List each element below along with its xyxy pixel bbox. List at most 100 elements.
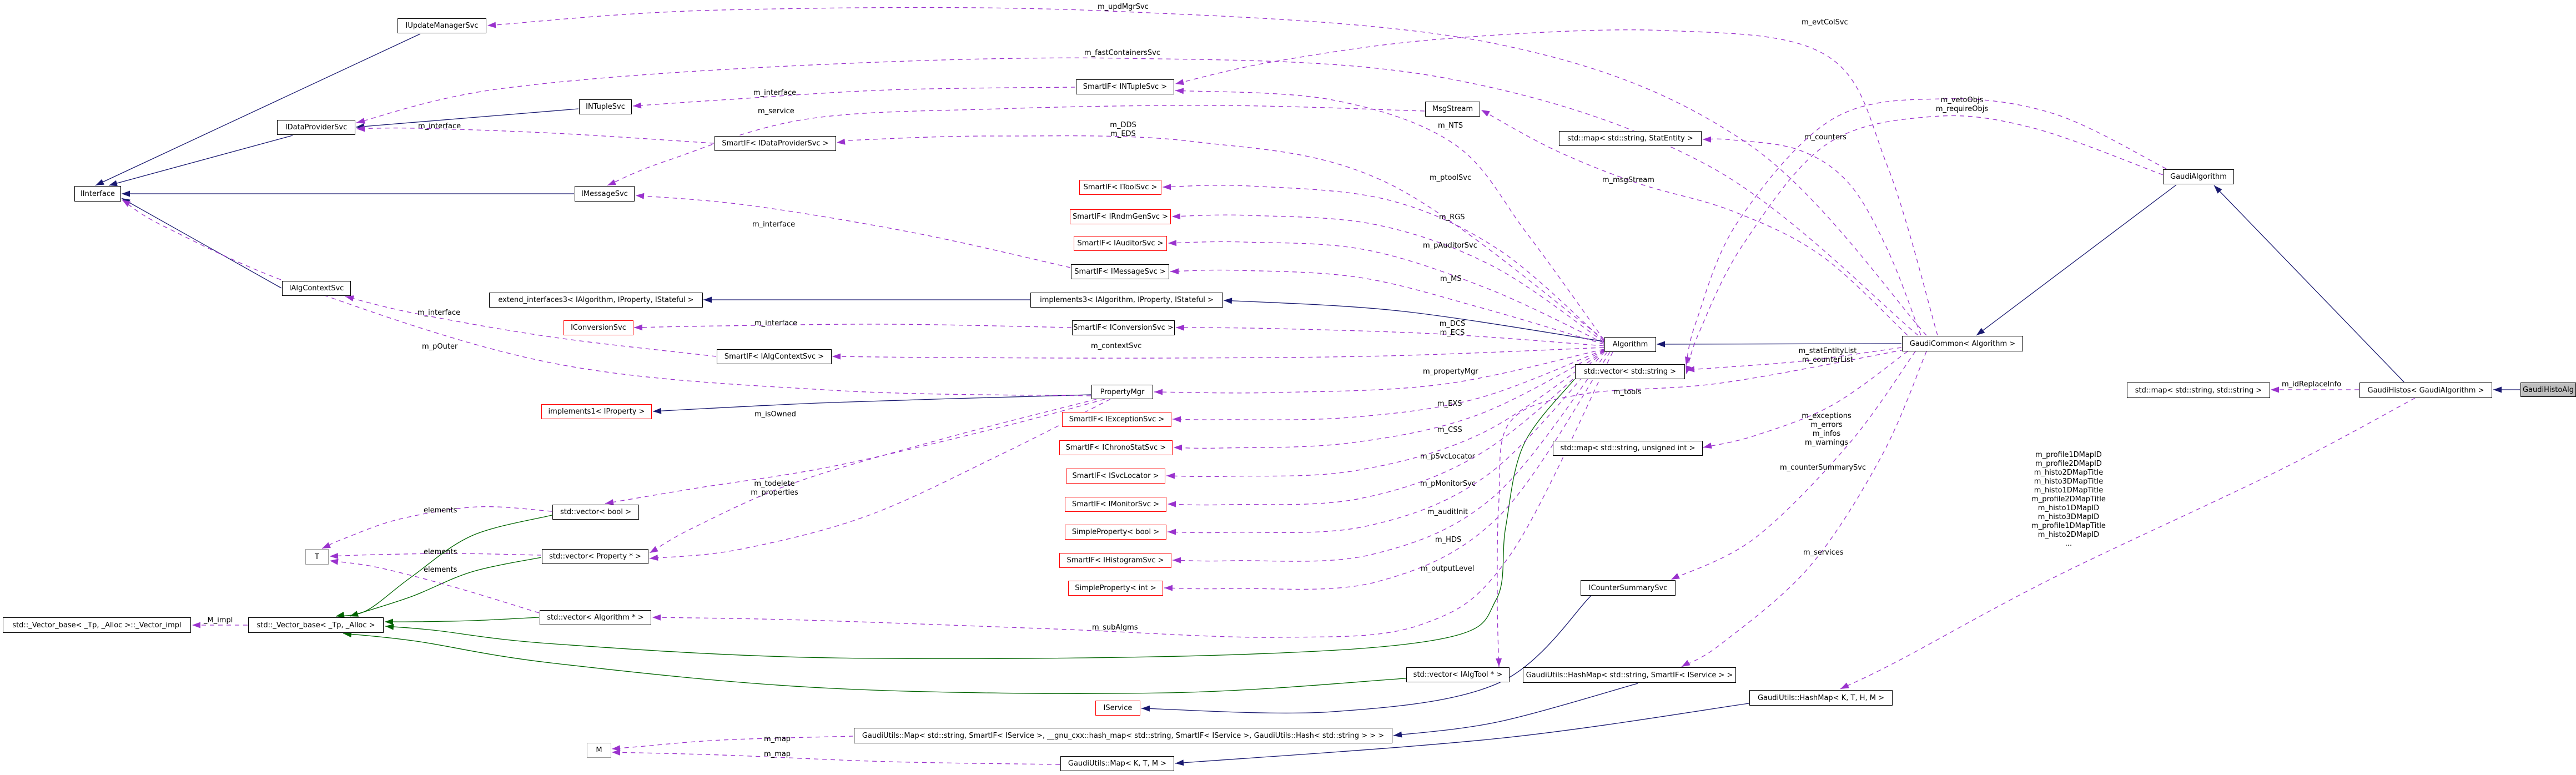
node-vector_property[interactable]: std::vector< Property * > — [542, 549, 648, 564]
node-gaudimap_ktm[interactable]: GaudiUtils::Map< K, T, M > — [1060, 756, 1174, 771]
edge-label-m_services: m_services — [1803, 548, 1844, 557]
node-hashmap_kthm[interactable]: GaudiUtils::HashMap< K, T, H, M > — [1749, 690, 1893, 706]
arrowhead-smartif_intuplesvc — [1175, 79, 1184, 85]
node-iconversionsvc[interactable]: IConversionSvc — [564, 320, 633, 335]
node-t_param[interactable]: T — [305, 549, 329, 565]
node-imessagesvc[interactable]: IMessageSvc — [575, 186, 635, 202]
node-smartif_iconversionsvc[interactable]: SmartIF< IConversionSvc > — [1072, 320, 1175, 335]
edge-gaudicommon-iupdatemanagersvc — [487, 7, 1927, 336]
node-map_statentity[interactable]: std::map< std::string, StatEntity > — [1559, 131, 1702, 146]
edge-label-m_counterSummarySvc: m_counterSummarySvc — [1780, 464, 1866, 472]
node-map_unsigned[interactable]: std::map< std::string, unsigned int > — [1553, 441, 1703, 456]
node-algorithm[interactable]: Algorithm — [1604, 337, 1656, 352]
edge-label-m_evtColSvc: m_evtColSvc — [1802, 18, 1848, 27]
node-smartif_imessagesvc[interactable]: SmartIF< IMessageSvc > — [1071, 264, 1169, 279]
node-smartif_ialgcontextsvc[interactable]: SmartIF< IAlgContextSvc > — [717, 349, 832, 364]
node-m_param[interactable]: M — [587, 743, 611, 758]
node-smartif_imonitorsvc[interactable]: SmartIF< IMonitorSvc > — [1065, 497, 1166, 512]
edge-label-histo_map_members-line-7: m_histo3DMapID — [2037, 513, 2100, 521]
node-hashmap_service[interactable]: GaudiUtils::HashMap< std::string, SmartI… — [1523, 667, 1736, 683]
arrowhead-vector_algorithm — [652, 614, 661, 621]
node-gaudihistos[interactable]: GaudiHistos< GaudiAlgorithm > — [2359, 383, 2492, 398]
node-smartif_ihistogramsvc[interactable]: SmartIF< IHistogramSvc > — [1059, 553, 1171, 568]
arrowhead-vector_string — [1686, 366, 1695, 373]
node-implements3[interactable]: implements3< IAlgorithm, IProperty, ISta… — [1030, 293, 1223, 308]
arrowhead-simpleproperty_bool — [1168, 529, 1176, 535]
node-msgstream[interactable]: MsgStream — [1425, 102, 1480, 117]
edge-label-m_MS: m_MS — [1440, 275, 1462, 284]
node-smartif_intuplesvc[interactable]: SmartIF< INTupleSvc > — [1076, 79, 1174, 94]
node-smartif_isvclocator[interactable]: SmartIF< ISvcLocator > — [1066, 469, 1165, 484]
node-vector_bool[interactable]: std::vector< bool > — [552, 505, 639, 520]
node-smartif_iauditorsvc[interactable]: SmartIF< IAuditorSvc > — [1074, 236, 1167, 251]
node-vector_string[interactable]: std::vector< std::string > — [1575, 364, 1685, 379]
edge-label-m_statEntityList-line-0: m_statEntityList — [1798, 347, 1857, 355]
node-gaudimap_big[interactable]: GaudiUtils::Map< std::string, SmartIF< I… — [854, 728, 1392, 743]
arrowhead-implements3 — [1224, 298, 1232, 304]
edge-vector_ialgtool-vector_base — [343, 633, 1406, 694]
edge-label-histo_map_members-line-4: m_histo1DMapTitle — [2034, 486, 2104, 495]
node-implements1[interactable]: implements1< IProperty > — [541, 404, 652, 419]
arrowhead-t_param — [322, 542, 331, 548]
node-propertymgr[interactable]: PropertyMgr — [1091, 385, 1153, 399]
node-smartif_iexceptionsvc[interactable]: SmartIF< IExceptionSvc > — [1062, 412, 1171, 427]
node-map_stringstring[interactable]: std::map< std::string, std::string > — [2127, 383, 2270, 398]
node-simpleproperty_int[interactable]: SimpleProperty< int > — [1068, 581, 1163, 596]
node-vector_impl[interactable]: std::_Vector_base< _Tp, _Alloc >::_Vecto… — [3, 617, 191, 633]
edge-label-m_todelete-line-0: m_todelete — [754, 480, 795, 488]
node-smartif_idataprovidersvc[interactable]: SmartIF< IDataProviderSvc > — [715, 136, 836, 151]
edge-gaudialgorithm-vector_string — [1686, 115, 2164, 375]
edge-label-m_fastContainersSvc: m_fastContainersSvc — [1084, 49, 1160, 58]
node-gaudialgorithm[interactable]: GaudiAlgorithm — [2163, 169, 2234, 184]
edge-label-m_NTS-line-0: m_NTS — [1438, 122, 1463, 130]
edge-label-histo_map_members-line-8: m_profile1DMapTitle — [2031, 522, 2106, 530]
node-vector_ialgtool[interactable]: std::vector< IAlgTool * > — [1406, 667, 1510, 682]
edge-label-m_pMonitorSvc: m_pMonitorSvc — [1420, 480, 1476, 489]
arrowhead-iservice — [1141, 705, 1150, 712]
edge-propertymgr-vector_property — [649, 399, 1097, 553]
node-intuplesvc[interactable]: INTupleSvc — [579, 99, 632, 114]
edge-label-m_subAlgms: m_subAlgms — [1092, 623, 1138, 632]
edge-label-elements_bool: elements — [424, 506, 457, 515]
node-iinterface[interactable]: IInterface — [74, 186, 121, 202]
node-ialgcontextsvc[interactable]: IAlgContextSvc — [282, 281, 351, 296]
arrowhead-icountersummarysvc — [1671, 573, 1680, 580]
node-vector_base[interactable]: std::_Vector_base< _Tp, _Alloc > — [248, 617, 384, 633]
node-smartif_ichronostatsvc[interactable]: SmartIF< IChronoStatSvc > — [1059, 440, 1173, 455]
arrowhead-iupdatemanagersvc — [487, 22, 496, 28]
arrowhead-vector_bool — [605, 499, 614, 505]
arrowhead-vector_string — [1686, 365, 1692, 374]
edge-algorithm-simpleproperty_int — [1164, 351, 1611, 590]
arrowhead-vector_ialgtool — [1496, 658, 1502, 667]
node-iservice[interactable]: IService — [1095, 701, 1140, 716]
arrowhead-smartif_ialgcontextsvc — [832, 353, 841, 360]
node-smartif_irndmgensvc[interactable]: SmartIF< IRndmGenSvc > — [1070, 209, 1171, 224]
edge-label-m_fastContainersSvc-line-0: m_fastContainersSvc — [1084, 49, 1160, 57]
node-extend_interfaces3[interactable]: extend_interfaces3< IAlgorithm, IPropert… — [489, 293, 703, 308]
edge-label-m_pOuter: m_pOuter — [422, 343, 457, 351]
edge-smartif_iconversionsvc-iconversionsvc — [633, 324, 1072, 328]
edge-label-_M_impl-line-0: _M_impl — [204, 616, 233, 625]
node-smartif_itoolsvc[interactable]: SmartIF< IToolSvc > — [1079, 180, 1161, 195]
arrowhead-idataprovidersvc — [356, 118, 365, 124]
edge-label-m_counterSummarySvc-line-0: m_counterSummarySvc — [1780, 464, 1866, 472]
edge-label-histo_map_members-line-2: m_histo2DMapTitle — [2034, 469, 2104, 477]
edge-gaudicommon-map_unsigned — [1703, 351, 1908, 448]
edge-algorithm-smartif_isvclocator — [1166, 350, 1604, 477]
edge-label-m_isOwned-line-0: m_isOwned — [754, 410, 796, 419]
arrowhead-smartif_imonitorsvc — [1168, 501, 1176, 507]
arrowhead-msgstream — [1481, 110, 1490, 117]
edge-label-m_RGS: m_RGS — [1439, 213, 1465, 222]
edge-label-m_exceptions-line-1: m_errors — [1810, 421, 1843, 429]
node-simpleproperty_bool[interactable]: SimpleProperty< bool > — [1065, 525, 1166, 540]
node-vector_algorithm[interactable]: std::vector< Algorithm * > — [540, 610, 651, 625]
node-icountersummarysvc[interactable]: ICounterSummarySvc — [1581, 580, 1676, 596]
node-iupdatemanagersvc[interactable]: IUpdateManagerSvc — [398, 18, 486, 33]
arrowhead-vector_property — [650, 555, 658, 561]
node-gaudihistoalg[interactable]: GaudiHistoAlg — [2520, 383, 2576, 397]
node-idataprovidersvc[interactable]: IDataProviderSvc — [277, 120, 355, 135]
node-gaudicommon[interactable]: GaudiCommon< Algorithm > — [1902, 336, 2023, 351]
